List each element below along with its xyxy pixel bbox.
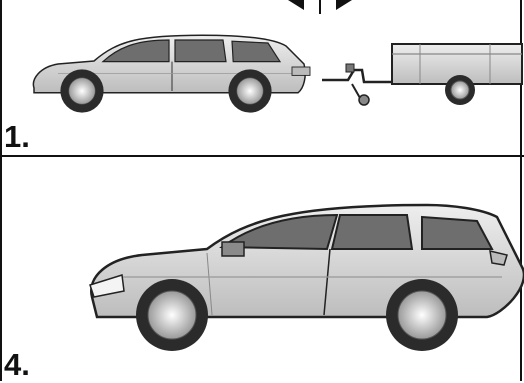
direction-arrows-icon bbox=[288, 0, 352, 14]
step-label-4: 4. bbox=[4, 349, 30, 380]
step-label-1: 1. bbox=[4, 121, 30, 152]
car-small-icon bbox=[33, 35, 310, 112]
tow-hitch-icon bbox=[322, 64, 392, 105]
trailer-icon bbox=[392, 44, 522, 105]
car-large-icon bbox=[90, 205, 524, 351]
